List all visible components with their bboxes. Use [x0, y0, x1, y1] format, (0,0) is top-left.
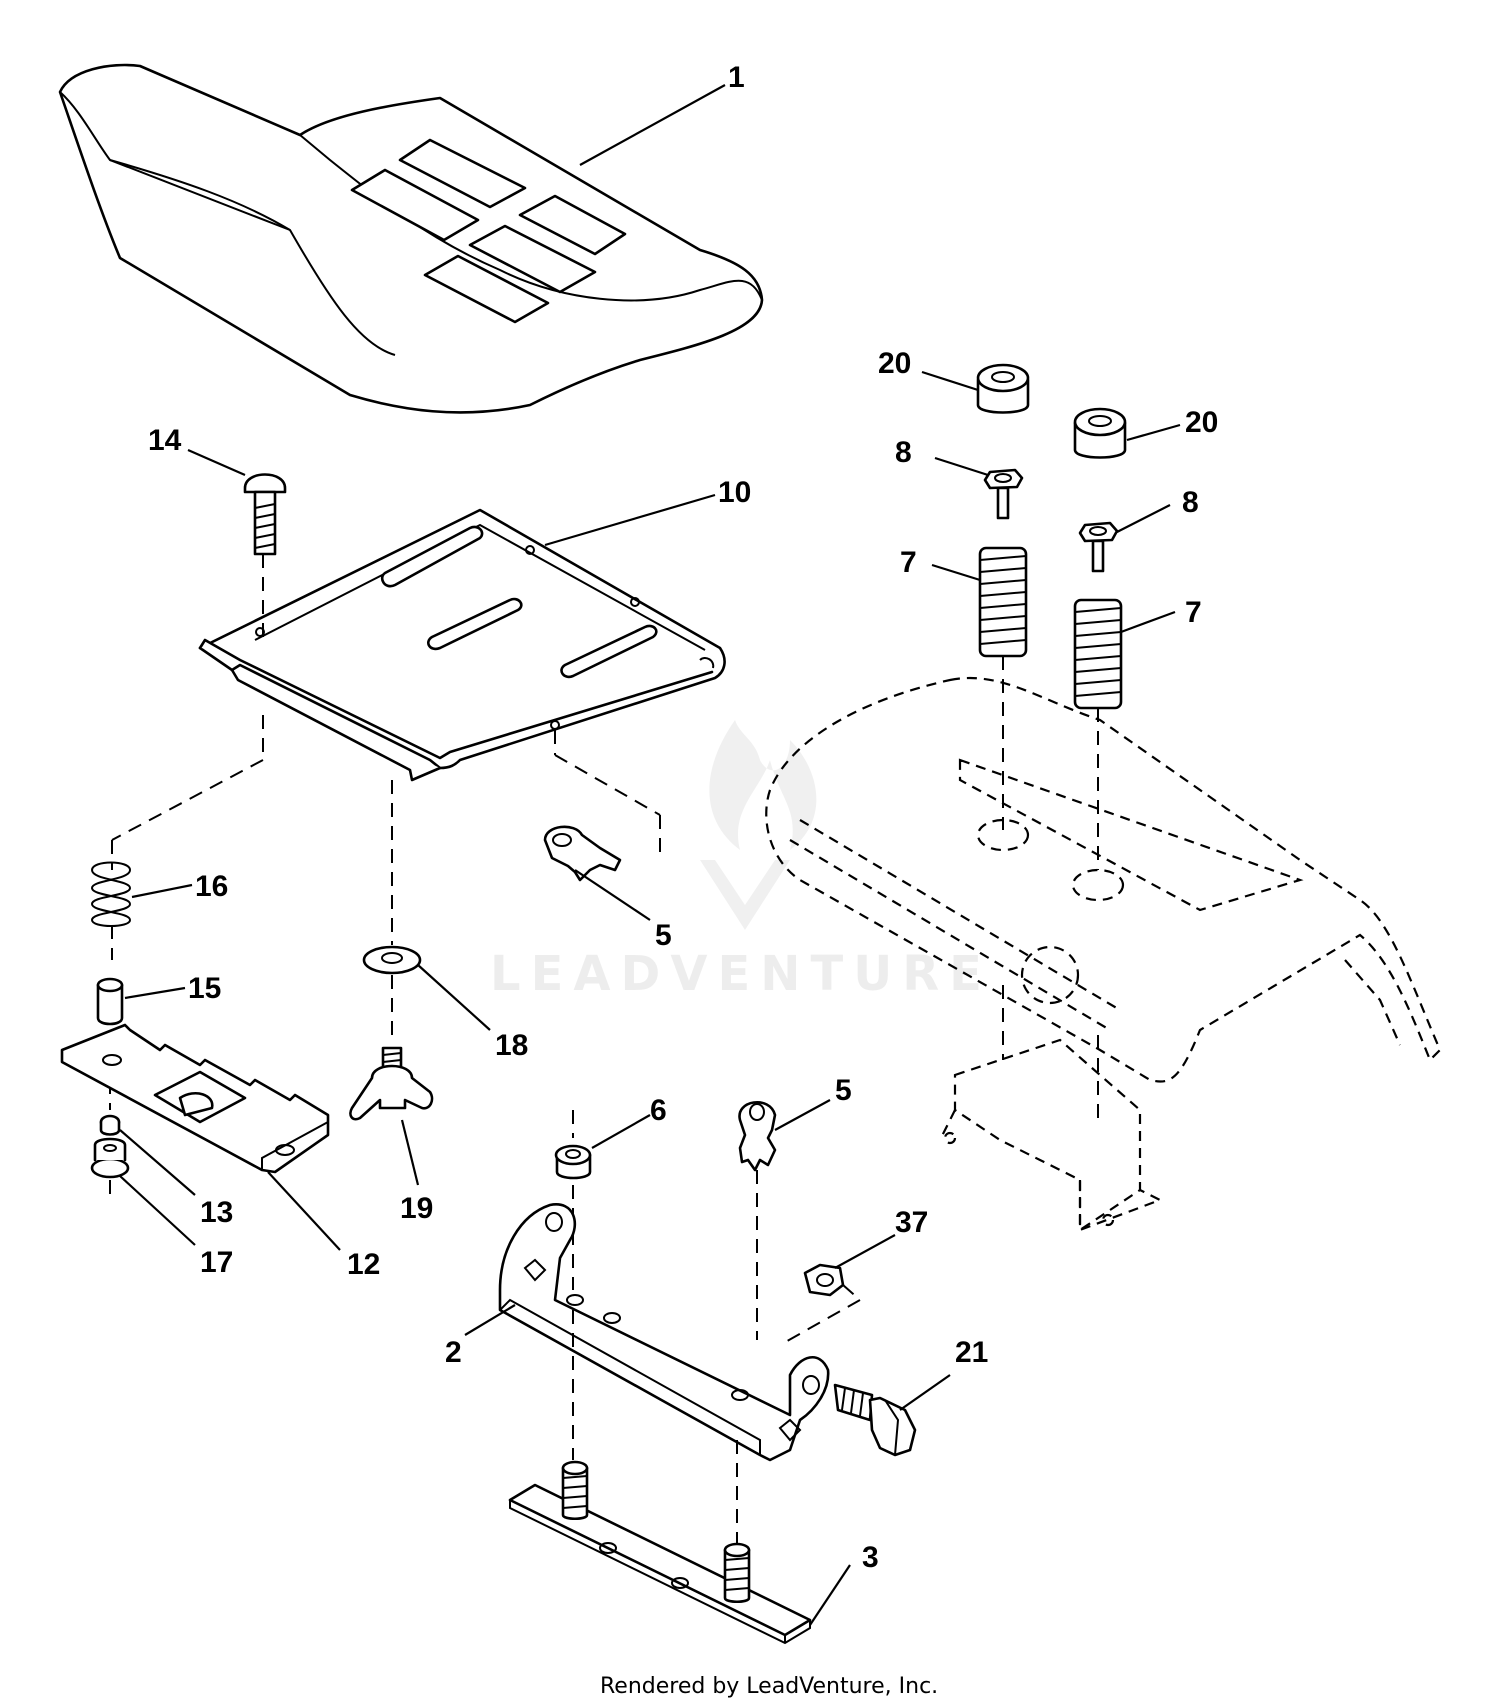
part-8-screw-b: 8: [1078, 486, 1199, 573]
callout-3: 3: [862, 1541, 879, 1574]
part-7-spring-b: 7: [1073, 596, 1202, 710]
callout-5-lower: 5: [835, 1074, 852, 1107]
part-13-washer: 13: [99, 1114, 233, 1229]
callout-1: 1: [728, 61, 745, 94]
part-14-carriage-bolt: 14: [148, 424, 287, 556]
part-10-seat-pan: 10: [198, 476, 751, 782]
footer-credit: Rendered by LeadVenture, Inc.: [600, 1674, 938, 1699]
callout-18: 18: [495, 1029, 528, 1062]
callout-7-b: 7: [1185, 596, 1202, 629]
leadventure-watermark: LEADVENTURE: [490, 720, 992, 1002]
part-6-nut: 6: [554, 1094, 667, 1290]
callout-37: 37: [895, 1206, 928, 1239]
callout-6: 6: [650, 1094, 667, 1127]
watermark-text: LEADVENTURE: [490, 946, 992, 1002]
callout-10: 10: [718, 476, 751, 509]
callout-20-a: 20: [878, 347, 911, 380]
tractor-frame-phantom: [765, 656, 1442, 1233]
part-7-spring-a: 7: [900, 546, 1028, 658]
part-19-knob: 19: [349, 1046, 433, 1225]
part-5-clip-upper: 5: [543, 825, 672, 952]
callout-14: 14: [148, 424, 182, 457]
callout-5-upper: 5: [655, 919, 672, 952]
assembly-lines-left: [109, 554, 661, 1200]
callout-13: 13: [200, 1196, 233, 1229]
callout-8-a: 8: [895, 436, 912, 469]
part-18-washer: 18: [362, 945, 528, 1062]
part-8-screw-a: 8: [895, 436, 1024, 520]
part-1-seat: 1: [58, 61, 764, 414]
part-17-flange-nut: 17: [90, 1137, 233, 1279]
part-20-bushing-b: 20: [1073, 406, 1218, 459]
part-2-pivot-bracket: 2: [445, 1203, 830, 1462]
callout-21: 21: [955, 1336, 988, 1369]
callout-2: 2: [445, 1336, 462, 1369]
callout-19: 19: [400, 1192, 433, 1225]
part-16-spring: 16: [90, 861, 228, 927]
part-15-spacer: 15: [96, 972, 221, 1026]
callout-12: 12: [347, 1248, 380, 1281]
part-3-stud-plate: 3: [508, 1310, 879, 1645]
part-20-bushing-a: 20: [878, 347, 1030, 414]
part-12-bracket: 12: [60, 1023, 380, 1281]
callout-17: 17: [200, 1246, 233, 1279]
callout-7-a: 7: [900, 546, 917, 579]
callout-16: 16: [195, 870, 228, 903]
part-21-shoulder-bolt: 21: [833, 1336, 988, 1457]
callout-8-b: 8: [1182, 486, 1199, 519]
callout-20-b: 20: [1185, 406, 1218, 439]
callout-15: 15: [188, 972, 221, 1005]
part-5-clip-lower: 5: [738, 1074, 852, 1340]
part-37-nut: 37: [779, 1206, 928, 1346]
